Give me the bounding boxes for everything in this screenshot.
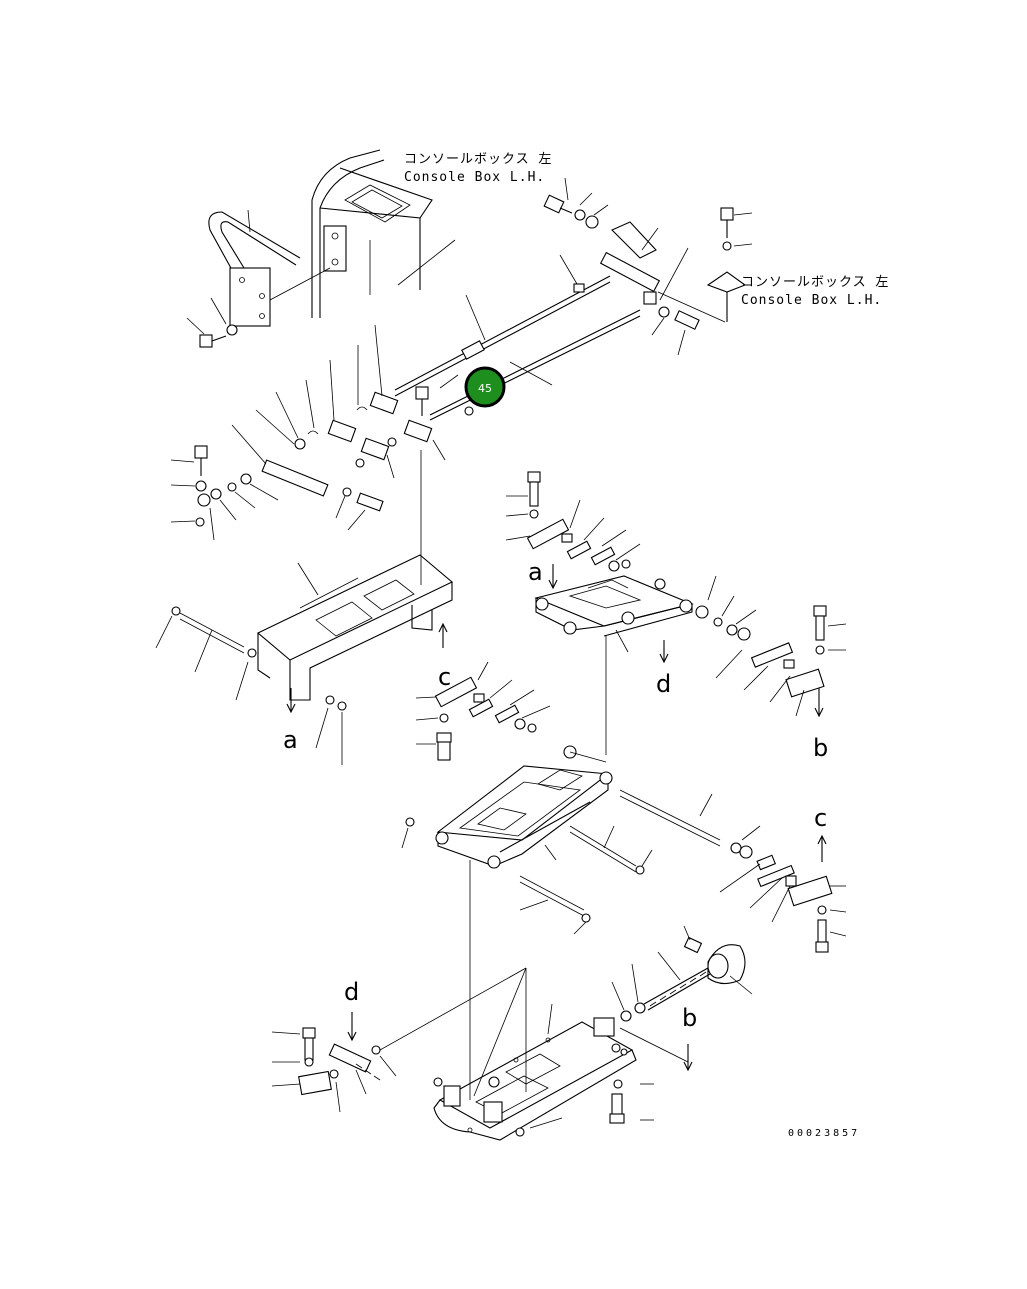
drawing-id: 00023857 (788, 1128, 860, 1139)
c-fastener-group (415, 661, 551, 761)
console-box-label-jp: コンソールボックス 左 (404, 152, 552, 167)
top-right-fasteners (543, 177, 726, 356)
base-plate (433, 1003, 654, 1141)
upper-right-frame (534, 564, 694, 755)
ref-letter-a-lower: a (283, 726, 298, 754)
bolt-handle (186, 297, 238, 348)
ref-letter-d-upper: d (656, 670, 671, 698)
rods (394, 254, 641, 421)
ref-letter-c-upper: c (438, 663, 451, 691)
callout-45[interactable]: 45 (464, 366, 506, 408)
callout-number[interactable]: 45 (478, 382, 492, 395)
console-box-label-right-en: Console Box L.H. (741, 293, 882, 308)
console-box-label-en: Console Box L.H. (404, 170, 545, 185)
right-bolt-stack (706, 207, 753, 322)
ref-letter-b-lower: b (682, 1004, 697, 1032)
a-fastener-group (505, 471, 641, 572)
assembly-lines (379, 860, 689, 1100)
adjust-knob (611, 925, 753, 1072)
d-lower-group (271, 1012, 397, 1113)
callout-badge[interactable] (464, 366, 506, 408)
handle-bracket (208, 209, 331, 327)
b-fastener-group (695, 575, 847, 718)
c-lower-group (719, 825, 847, 953)
left-plate (155, 554, 454, 765)
middle-frame (401, 745, 721, 935)
ref-letter-a-upper: a (528, 558, 543, 586)
ref-letter-b-upper: b (813, 734, 828, 762)
clip-blocks (255, 324, 474, 479)
console-box-label-right-jp: コンソールボックス 左 (741, 275, 889, 290)
console-box (311, 149, 456, 318)
ref-letter-c-lower: c (814, 804, 827, 832)
lever-bar (170, 424, 384, 541)
ref-letter-d-lower: d (344, 978, 359, 1006)
